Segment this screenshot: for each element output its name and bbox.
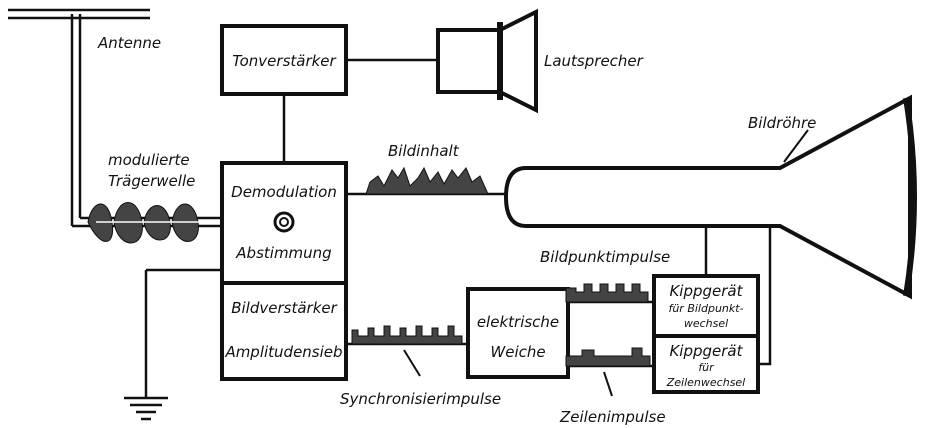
video-amplifier-label: Bildverstärker [231, 299, 337, 317]
sync-pulses [351, 325, 463, 345]
pixel-pulses-label: Bildpunktimpulse [540, 248, 670, 266]
pixel-pulses [565, 283, 649, 303]
antenna-label: Antenne [97, 34, 161, 52]
line-pulse-pointer [603, 371, 613, 397]
electric-switch-block [466, 287, 570, 379]
pixel-sweep-block [652, 274, 760, 338]
audio-amplifier-label: Tonverstärker [232, 52, 336, 70]
pixel-sweep-label-line2: für Bildpunkt- [668, 302, 743, 315]
demodulation-block [220, 161, 348, 285]
pixel-sweep-label-line1: Kippgerät [669, 282, 743, 300]
picture-tube [503, 94, 917, 300]
line-sweep-block [652, 334, 760, 394]
video-amplifier-block [220, 281, 348, 381]
pixel-sweep-label-line3: wechsel [684, 317, 728, 330]
line-pulses-label: Zeilenimpulse [559, 408, 666, 426]
carrier-wave-label-line2: Trägerwelle [108, 172, 195, 190]
demodulation-label: Demodulation [231, 183, 337, 201]
electric-switch-label: elektrische [477, 313, 559, 331]
carrier-wave-label-line1: modulierte [108, 151, 190, 169]
line-sweep-label-line2: für [698, 361, 715, 374]
tuning-knob-icon [273, 211, 295, 233]
line-pulses [565, 347, 651, 367]
ground-symbol [124, 268, 222, 421]
sync-pulses-label: Synchronisierimpulse [340, 390, 501, 408]
loudspeaker-label: Lautsprecher [544, 52, 644, 70]
picture-content-label: Bildinhalt [388, 142, 460, 160]
sync-label-pointer [403, 349, 421, 377]
line-sweep-label-line3: Zeilenwechsel [666, 376, 746, 389]
line-sweep-label-line1: Kippgerät [669, 342, 743, 360]
line-sweep-to-tube-wire [758, 226, 772, 366]
loudspeaker-symbol [436, 8, 538, 114]
picture-tube-pointer [783, 129, 809, 163]
modulated-carrier-wave [87, 202, 206, 244]
picture-content-pulses [365, 166, 489, 195]
tuning-label: Abstimmung [235, 244, 331, 262]
switch-label: Weiche [490, 343, 545, 361]
amplitude-separator-label: Amplitudensieb [224, 343, 342, 361]
picture-tube-label: Bildröhre [748, 114, 816, 132]
